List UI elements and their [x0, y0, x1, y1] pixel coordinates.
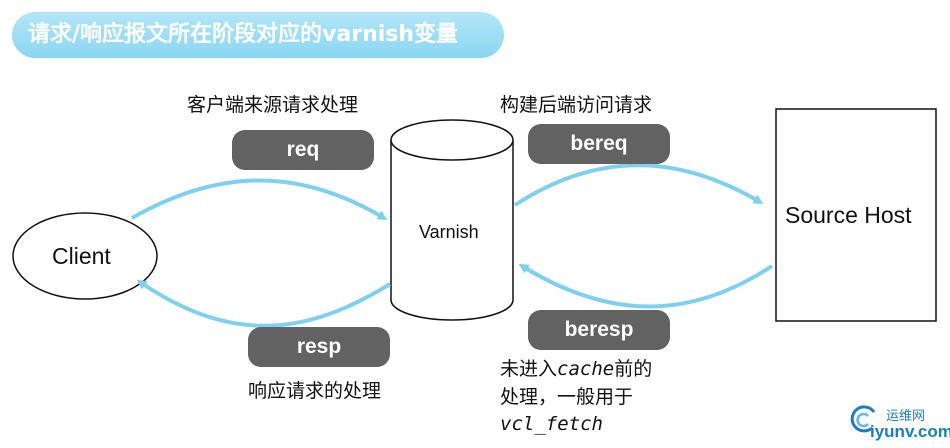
caption-backend-request: 构建后端访问请求 [500, 94, 653, 116]
arrow-varnish-to-source [513, 163, 764, 207]
watermark-cn: 运维网 [886, 409, 926, 424]
note-line-1: 未进入cache前的 [500, 358, 652, 381]
caption-client-request: 客户端来源请求处理 [187, 94, 359, 116]
watermark-en: iyunv.com [870, 422, 950, 441]
caption-response: 响应请求的处理 [248, 380, 382, 402]
note-line-2: 处理，一般用于 [500, 386, 634, 408]
note-line1-prefix: 未进入 [500, 358, 558, 380]
client-label: Client [52, 243, 111, 269]
client-node [12, 212, 158, 300]
note-line1-code: cache [557, 358, 615, 380]
pill-beresp: beresp [528, 310, 670, 350]
pill-resp: resp [248, 327, 390, 367]
diagram-title: 请求/响应报文所在阶段对应的varnish变量 [28, 22, 459, 47]
pill-bereq: bereq [528, 124, 670, 164]
source-host-label: Source Host [785, 202, 912, 228]
arrow-varnish-to-client [136, 279, 392, 328]
varnish-cylinder [390, 119, 514, 321]
arrow-client-to-varnish [131, 178, 388, 221]
pill-req: req [232, 130, 374, 170]
arrow-source-to-varnish [518, 263, 774, 309]
source-host-node [775, 108, 937, 322]
varnish-label: Varnish [419, 222, 479, 242]
watermark-logo-icon [850, 405, 876, 433]
title-banner: 请求/响应报文所在阶段对应的varnish变量 [12, 12, 504, 58]
note-line-3: vcl_fetch [500, 413, 603, 435]
note-line1-suffix: 前的 [614, 358, 653, 380]
